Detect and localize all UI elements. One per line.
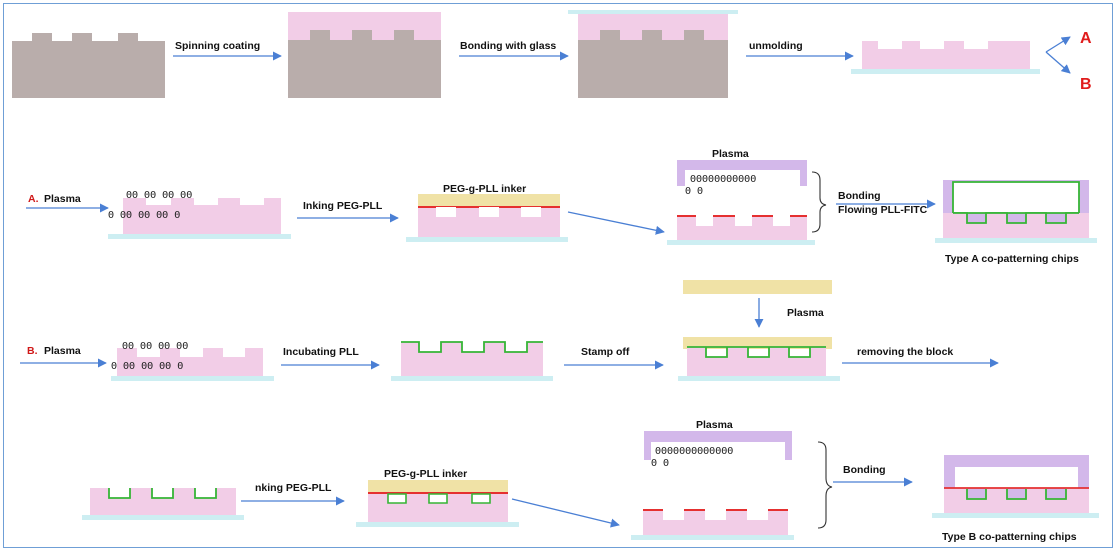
label-a-flowing: Flowing PLL-FITC [838,204,928,216]
pdms-a-final [943,213,1089,238]
label-a-plasma-top: Plasma [712,148,749,160]
pdms-b6 [643,510,788,535]
green-lines-a-final [953,212,1079,224]
glass-a1 [108,234,291,239]
pdms-b3 [687,347,826,376]
channel-a-final [952,181,1080,214]
pdms-b2 [401,342,543,376]
glass-b6 [631,535,794,540]
channel-b-final [955,467,1078,488]
glass-b2 [391,376,553,381]
label-spinning-coating: Spinning coating [175,40,260,52]
glass-a2 [406,237,568,242]
glass-a-final [935,238,1097,243]
label-b-inker: PEG-g-PLL inker [384,468,467,480]
green-lines-b4 [108,488,217,499]
wells-b5 [387,493,491,504]
row-b-prefix: B. [27,345,38,357]
glass-slide [851,69,1040,74]
glass-b-final [932,513,1099,518]
glass-b4 [82,515,244,520]
label-type-b: Type B co-patterning chips [942,531,1077,543]
well-a2-2 [479,207,499,217]
label-b-plasma-down: Plasma [787,307,824,319]
label-b-stamp: Stamp off [581,346,630,358]
glass-top [568,10,738,14]
inker-b-top [683,280,832,294]
label-unmolding: unmolding [749,40,803,52]
label-b-inking: nking PEG-PLL [255,482,332,494]
glass-b3 [678,376,840,381]
pdms-b1 [117,348,263,376]
inker-b2 [368,480,508,493]
charges-a1-mid: Θ ΘΘ ΘΘ ΘΘ Θ [108,210,180,221]
charges-b-top: ΘΘΘΘΘΘΘΘΘΘΘΘΘ [655,446,733,457]
label-b-incubating: Incubating PLL [283,346,359,358]
arrow-b-to-chip [511,498,620,528]
label-a-bonding: Bonding [838,190,881,202]
charges-a-top2: Θ Θ [685,186,703,197]
branch-line-b [1045,51,1071,74]
label-a-inking: Inking PEG-PLL [303,200,383,212]
pdms-a1 [123,198,281,234]
glass-b5 [356,522,519,527]
glass-b1 [111,376,274,381]
label-type-a: Type A co-patterning chips [945,253,1079,265]
green-lines-b2 [401,341,543,353]
arrow-a-to-chip [567,211,665,235]
diagram-frame [3,3,1113,548]
inker-b-block [683,337,832,349]
green-lines-b3 [687,346,826,358]
pdms-chip [862,41,1030,69]
label-b-plasma-top: Plasma [696,419,733,431]
pdms-b-final [944,488,1089,513]
branch-label-a: A [1080,30,1092,47]
charges-a1-top: ΘΘ ΘΘ ΘΘ ΘΘ [126,190,192,201]
well-a2-3 [521,207,541,217]
mold-block [12,33,165,98]
mold-block-2 [288,30,441,98]
purple-lid-b [644,431,792,460]
branch-label-b: B [1080,76,1092,93]
charges-b-top2: Θ Θ [651,458,669,469]
mold-block-3 [578,30,728,98]
green-lines-b-final [966,489,1067,500]
pdms-b4 [90,488,236,515]
pdms-a3 [677,216,807,240]
row-a-prefix: A. [28,193,39,205]
row-b-plasma-label: Plasma [44,345,81,357]
label-bonding-glass: Bonding with glass [460,40,556,52]
brace-b [817,441,833,529]
inker-a [418,194,560,207]
well-a2-1 [436,207,456,217]
glass-a3 [667,240,815,245]
label-a-inker: PEG-g-PLL inker [443,183,526,195]
branch-line-a [1045,36,1071,53]
label-b-removing: removing the block [857,346,953,358]
purple-lid-a [677,160,807,186]
row-a-plasma-label: Plasma [44,193,81,205]
charges-b1-top: ΘΘ ΘΘ ΘΘ ΘΘ [122,341,188,352]
label-b-bonding: Bonding [843,464,886,476]
charges-a-top: ΘΘΘΘΘΘΘΘΘΘΘ [690,174,756,185]
brace-a [811,171,827,233]
charges-b1-mid: Θ ΘΘ ΘΘ ΘΘ Θ [111,361,183,372]
